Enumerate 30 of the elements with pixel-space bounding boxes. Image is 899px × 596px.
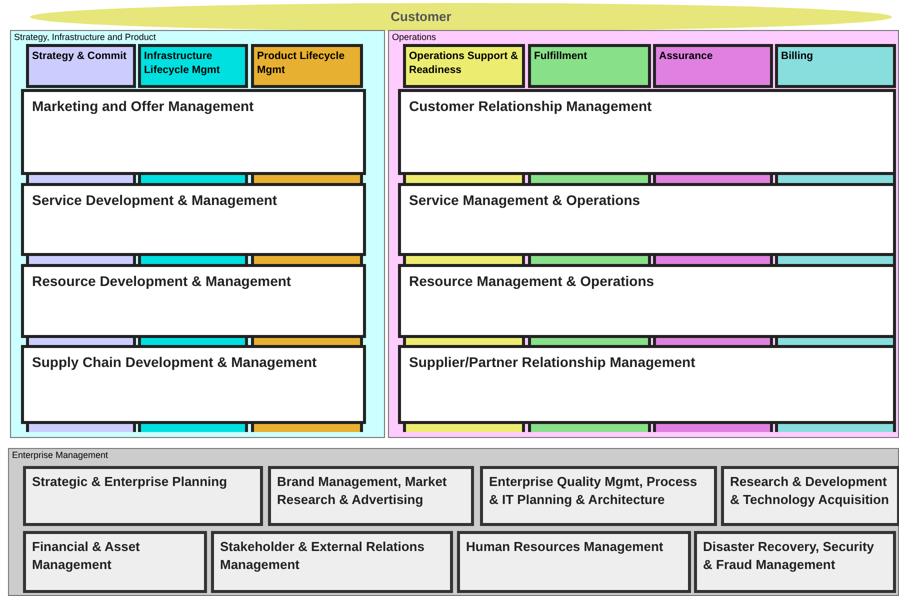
group-title: Operations: [392, 32, 436, 42]
process-box: Stakeholder & External Relations Management: [211, 531, 453, 593]
customer-ellipse: Customer: [30, 3, 892, 31]
column-header: Infrastructure Lifecycle Mgmt: [138, 44, 248, 88]
column-header: Operations Support & Readiness: [403, 44, 525, 88]
process-row: Supplier/Partner Relationship Management: [398, 345, 896, 424]
process-box: Strategic & Enterprise Planning: [23, 466, 263, 526]
process-row: Service Management & Operations: [398, 183, 896, 256]
process-box: Research & Development & Technology Acquisition: [721, 466, 899, 526]
group-title: Enterprise Management: [12, 450, 108, 460]
process-row: Service Development & Management: [21, 183, 366, 256]
column-header: Assurance: [653, 44, 773, 88]
process-box: Brand Management, Market Research & Advertising: [268, 466, 474, 526]
process-row: Supply Chain Development & Management: [21, 345, 366, 424]
column-header: Strategy & Commit: [26, 44, 136, 88]
column-header: Product Lifecycle Mgmt: [251, 44, 363, 88]
process-row: Resource Development & Management: [21, 264, 366, 338]
process-box: Financial & Asset Management: [23, 531, 207, 593]
process-row: Customer Relationship Management: [398, 89, 896, 175]
process-box: Human Resources Management: [457, 531, 691, 593]
process-row: Resource Management & Operations: [398, 264, 896, 338]
group-panel: [10, 30, 385, 438]
group-title: Strategy, Infrastructure and Product: [14, 32, 156, 42]
process-box: Enterprise Quality Mgmt, Process & IT Planning & Architecture: [480, 466, 717, 526]
process-box: Disaster Recovery, Security & Fraud Management: [694, 531, 896, 593]
group-panel: [8, 448, 899, 596]
group-panel: [388, 30, 899, 438]
process-row: Marketing and Offer Management: [21, 89, 366, 175]
column-header: Fulfillment: [528, 44, 651, 88]
column-header: Billing: [775, 44, 896, 88]
